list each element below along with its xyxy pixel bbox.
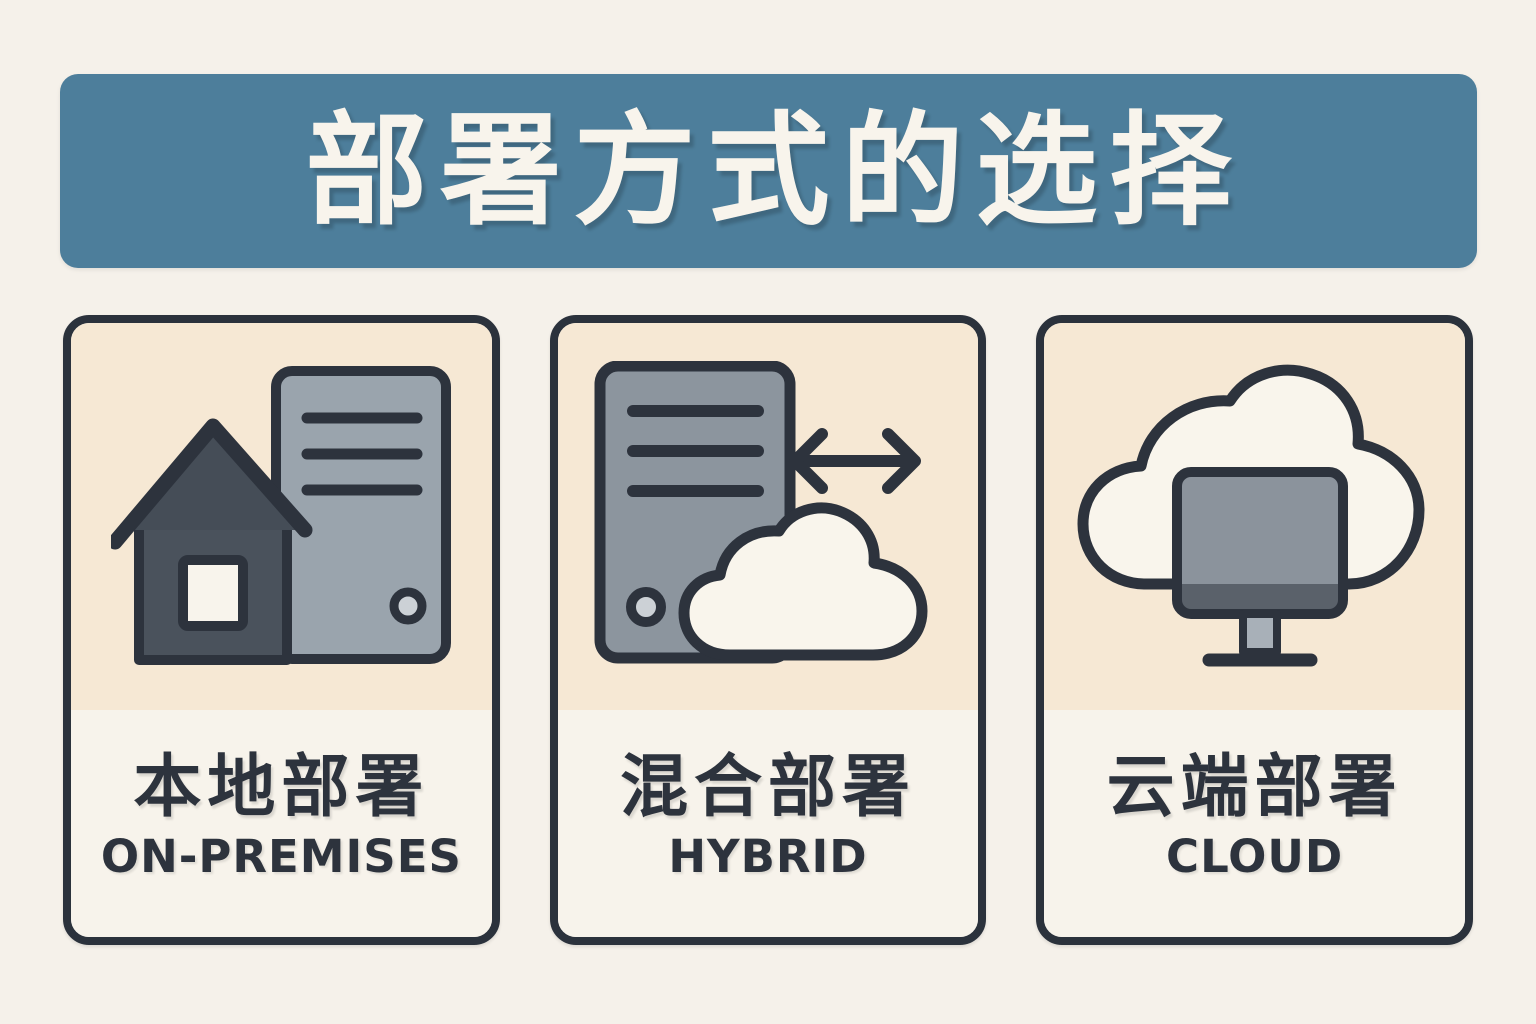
cards-row: 本地部署 ON-PREMISES <box>63 315 1474 945</box>
card-hybrid: 混合部署 HYBRID <box>549 315 987 945</box>
on-premises-illustration <box>71 323 492 710</box>
hybrid-labels: 混合部署 HYBRID <box>557 709 979 937</box>
card-cloud: 云端部署 CLOUD <box>1036 315 1474 945</box>
card-title-zh: 云端部署 <box>1106 747 1403 827</box>
title-banner: 部署方式的选择 <box>60 74 1477 268</box>
card-title-en: HYBRID <box>668 829 868 883</box>
card-title-en: ON-PREMISES <box>100 829 462 883</box>
house-server-icon <box>111 366 452 666</box>
card-title-en: CLOUD <box>1166 829 1344 883</box>
hybrid-illustration <box>557 323 979 710</box>
server-cloud-sync-icon <box>594 361 928 664</box>
cloud-illustration <box>1044 323 1466 710</box>
on-premises-labels: 本地部署 ON-PREMISES <box>71 709 492 937</box>
card-title-zh: 混合部署 <box>620 747 917 827</box>
cloud-labels: 云端部署 CLOUD <box>1044 709 1466 937</box>
card-title-zh: 本地部署 <box>133 747 430 827</box>
card-on-premises: 本地部署 ON-PREMISES <box>63 315 500 945</box>
cloud-monitor-icon <box>1077 365 1425 667</box>
page-title: 部署方式的选择 <box>305 100 1244 242</box>
